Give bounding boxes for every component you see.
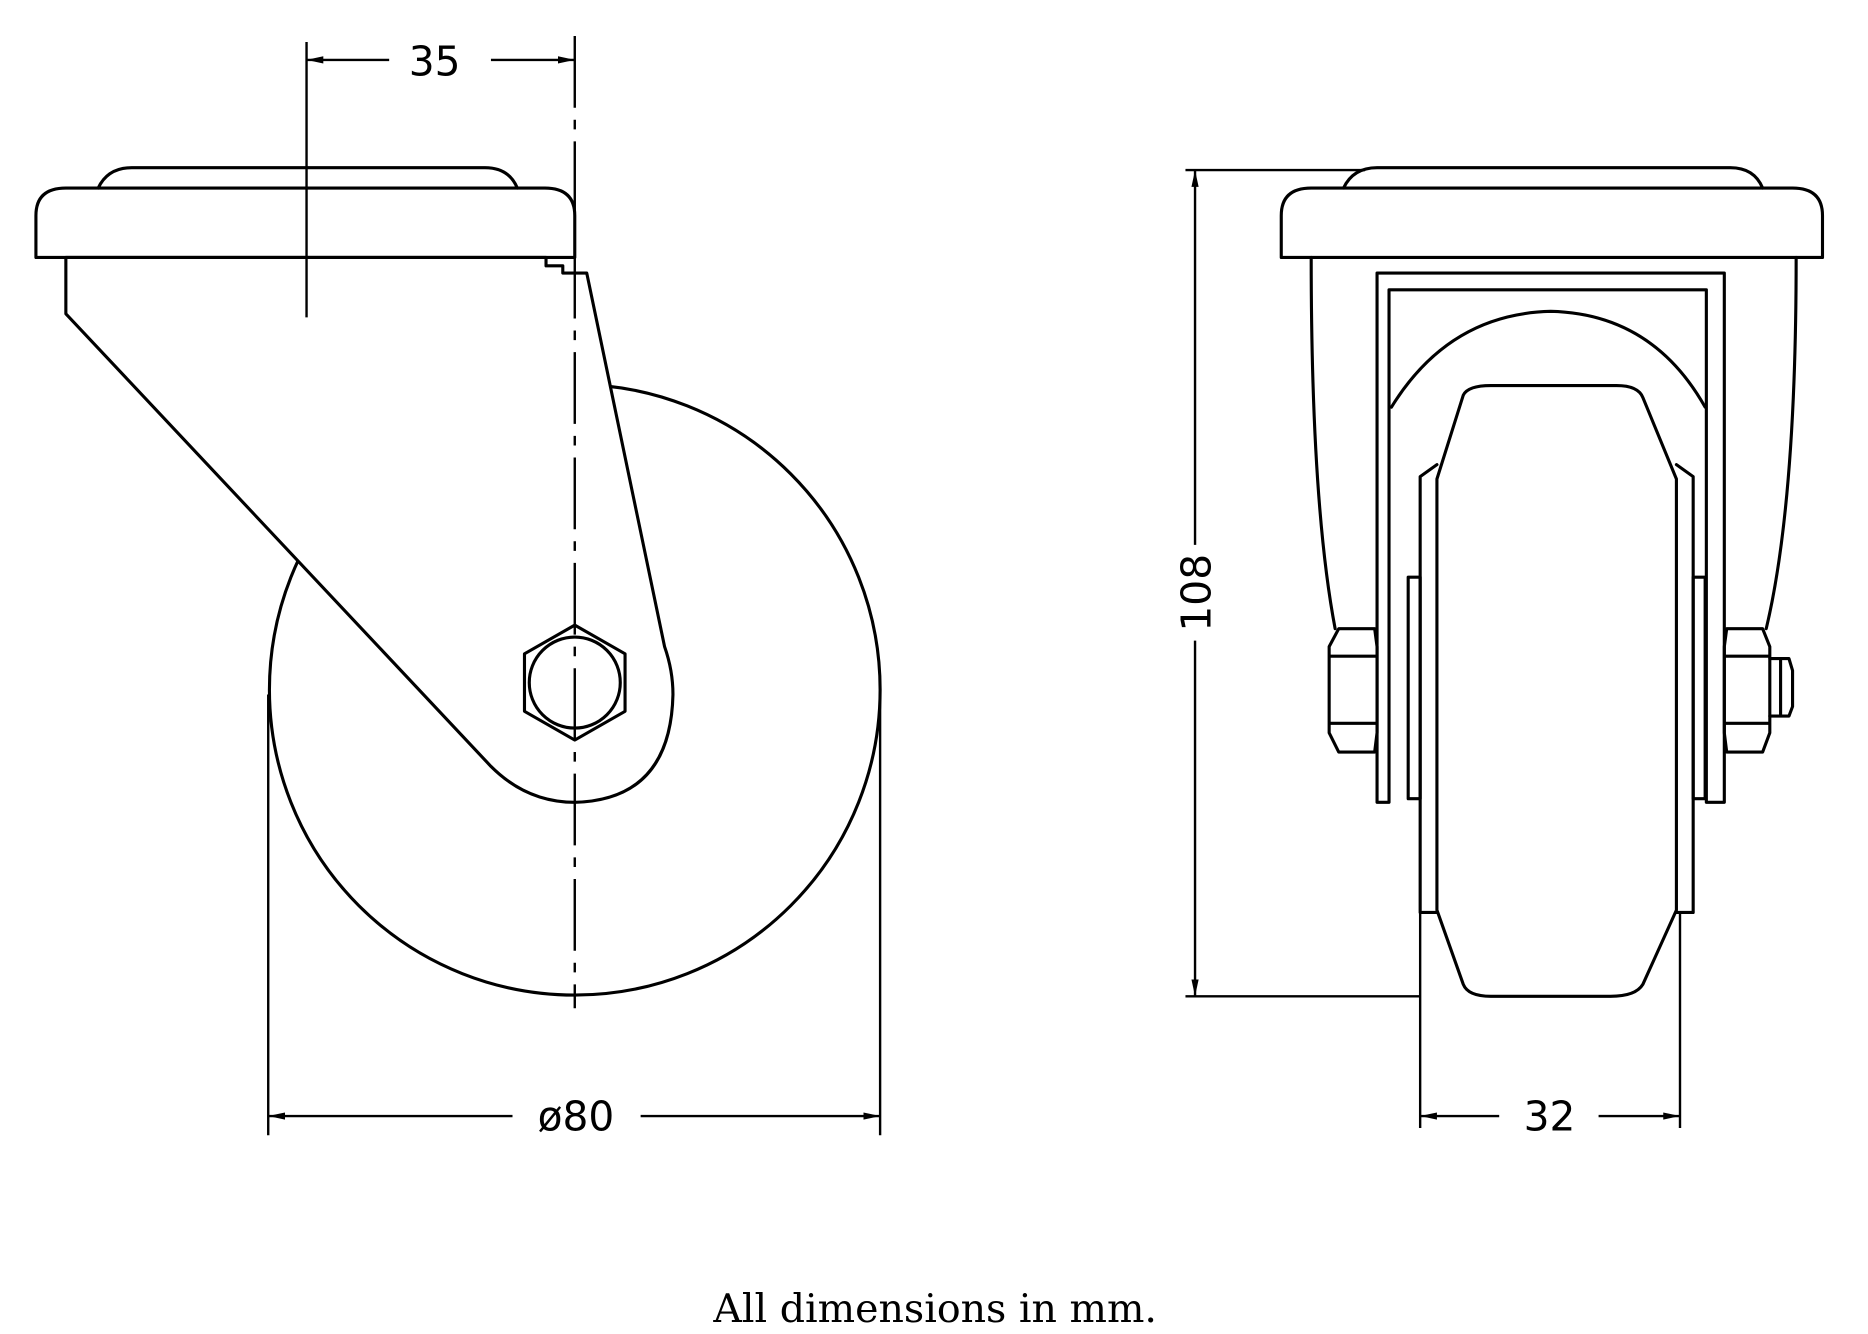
top-plate-boss: [96, 166, 519, 190]
side-view: 35 ø80: [34, 35, 882, 1140]
fork-housing: [1309, 255, 1798, 631]
hub-left: [1418, 463, 1439, 915]
fork-outer: [1375, 271, 1726, 804]
top-plate: [1279, 186, 1825, 260]
height-dimension: 108: [1173, 554, 1221, 632]
width-dimension: 32: [1524, 1092, 1576, 1140]
units-caption: All dimensions in mm.: [712, 1286, 1157, 1332]
nut-right: [1722, 627, 1772, 754]
swivel-bracket: [64, 255, 675, 804]
front-view: 108 32: [1173, 166, 1825, 1140]
wheel-hub-arc: [1389, 309, 1707, 409]
bolt-end: [1768, 657, 1795, 718]
diameter-dimension: ø80: [538, 1092, 615, 1140]
wheel-tire: [1435, 384, 1678, 998]
nut-left: [1327, 627, 1379, 754]
offset-dimension: 35: [409, 37, 461, 85]
top-plate: [34, 186, 577, 260]
washer-right: [1691, 575, 1707, 801]
washer-left: [1406, 575, 1422, 801]
hub-right: [1674, 463, 1695, 915]
top-plate-boss: [1341, 166, 1765, 190]
